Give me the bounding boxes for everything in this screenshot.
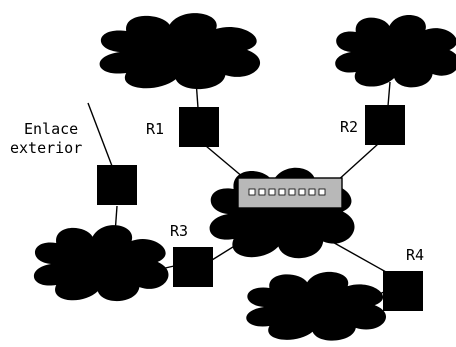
router-external-icon	[97, 165, 137, 205]
link-red-b-r2	[387, 81, 391, 107]
switch-port	[298, 188, 306, 196]
switch-port	[288, 188, 296, 196]
cloud-red-c-label: Red C	[91, 265, 124, 278]
router-r4-icon	[383, 271, 423, 311]
router-r4-label: R4	[406, 246, 424, 264]
cloud-red-a: Red A	[99, 13, 261, 90]
cloud-red-e: Red E	[209, 167, 355, 259]
link-external-router	[87, 102, 113, 167]
external-link-label-line2: exterior	[10, 139, 82, 157]
cloud-red-c: Red C	[33, 225, 169, 302]
router-r2-label: R2	[340, 118, 358, 136]
router-r3-label: R3	[170, 222, 188, 240]
router-r1-icon	[179, 107, 219, 147]
cloud-red-e-label: Red E	[272, 214, 305, 227]
switch-port	[278, 188, 286, 196]
cloud-red-d: Red D	[246, 271, 387, 341]
switch-port	[258, 188, 266, 196]
cloud-red-b: Red B	[335, 14, 456, 88]
cloud-red-b-label: Red B	[389, 50, 422, 63]
switch-port	[268, 188, 276, 196]
external-link-label-line1: Enlace	[24, 120, 78, 138]
link-r2-switch	[335, 143, 379, 183]
switch-port	[318, 188, 326, 196]
switch-icon	[237, 177, 343, 209]
cloud-red-a-label: Red A	[154, 48, 187, 61]
router-r2-icon	[365, 105, 405, 145]
switch-port	[248, 188, 256, 196]
cloud-red-d-label: Red D	[305, 307, 338, 320]
switch-port	[308, 188, 316, 196]
router-r1-label: R1	[146, 120, 164, 138]
router-r3-icon	[173, 247, 213, 287]
